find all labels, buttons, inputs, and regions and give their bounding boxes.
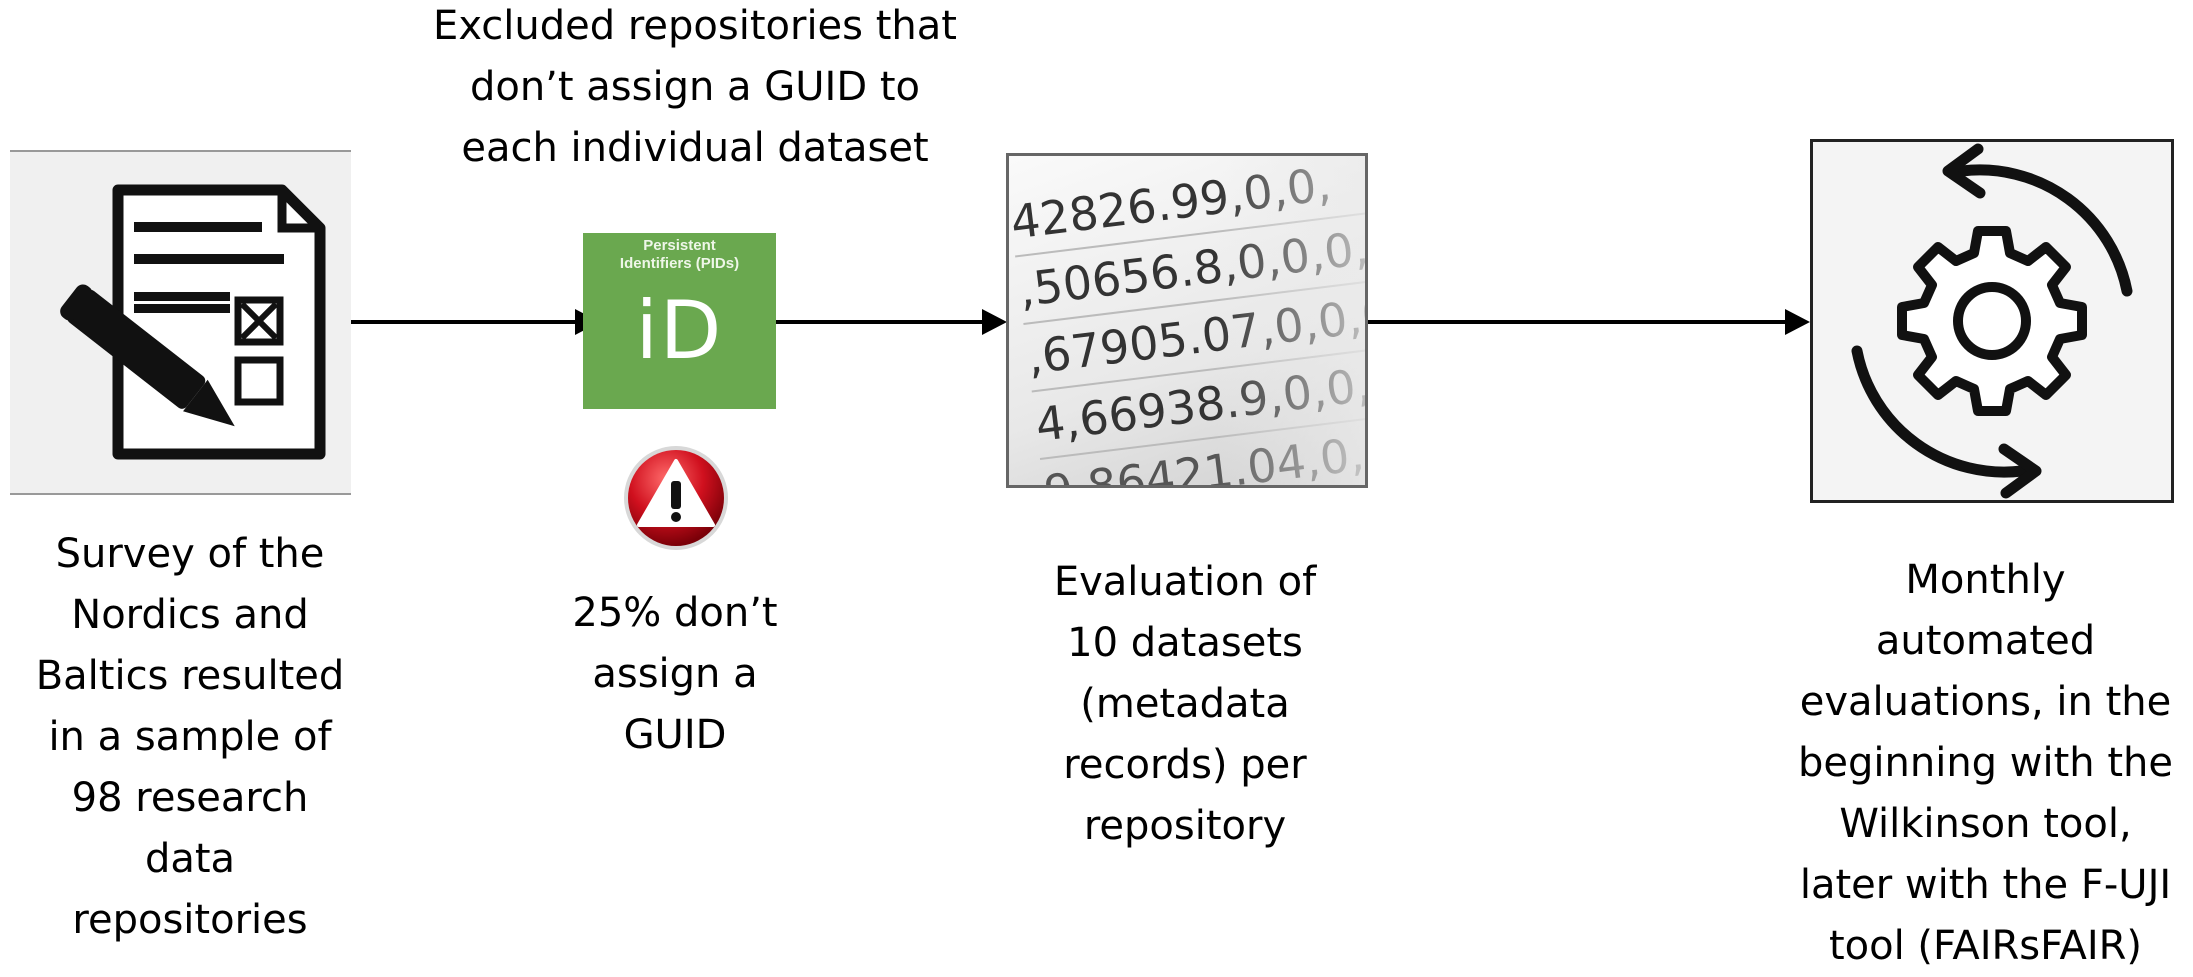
survey-description: Survey of the Nordics and Baltics result… [35, 531, 345, 943]
guid-warning-text: 25% don’t assign a GUID [572, 590, 778, 758]
spreadsheet-numbers-icon: 42826.99,0,0, ,50656.8,0,0,0,0,3( ,67905… [1006, 153, 1368, 488]
excluded-repositories-note: Excluded repositories that don’t assign … [433, 3, 957, 171]
arrowhead [982, 309, 1007, 335]
survey-form-icon [10, 150, 351, 495]
pid-badge-title: Persistent Identifiers (PIDs) [619, 237, 740, 272]
gear-cycle-icon [1810, 139, 2174, 503]
evaluation-description: Evaluation of 10 datasets (metadata reco… [1053, 559, 1317, 849]
arrowhead [1785, 309, 1810, 335]
warning-icon [621, 443, 731, 553]
orcid-id-icon: iD [635, 284, 724, 377]
persistent-identifier-badge: Persistent Identifiers (PIDs) iD [583, 233, 776, 409]
monthly-evaluation-description: Monthly automated evaluations, in the be… [1798, 557, 2173, 969]
